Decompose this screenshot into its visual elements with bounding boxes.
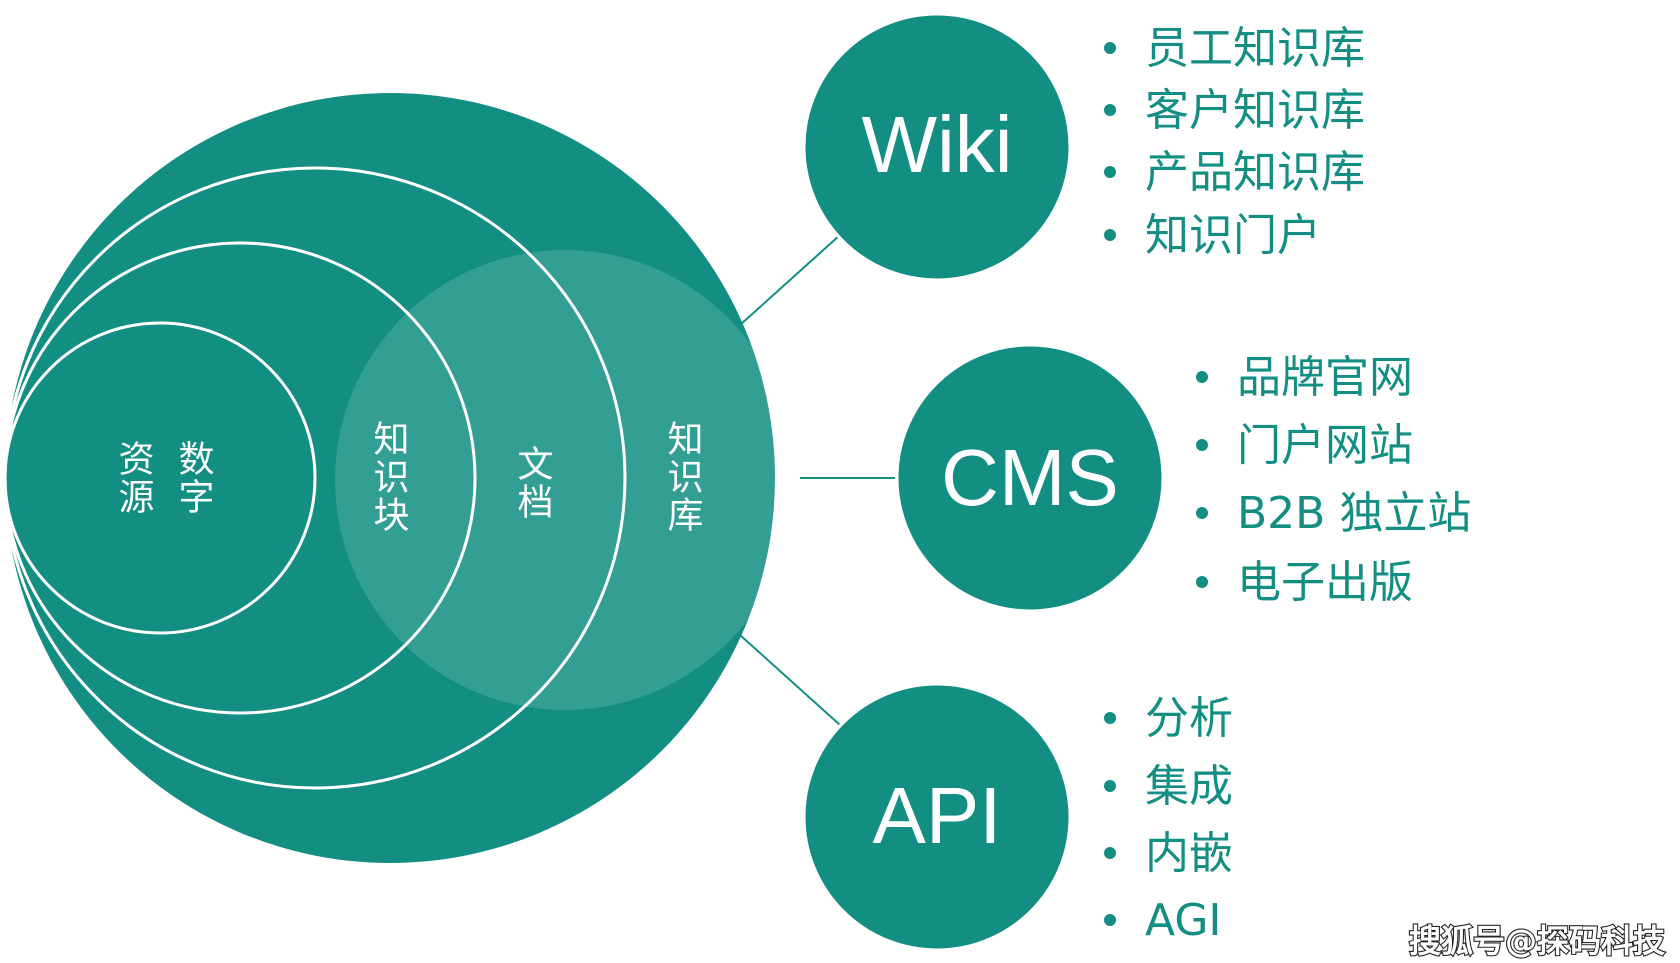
layer-ring-digital-resources — [3, 321, 317, 635]
api-item: 集成 — [1145, 761, 1233, 812]
wiki-item: 员工知识库 — [1145, 23, 1365, 74]
wiki-item: 产品知识库 — [1145, 147, 1365, 198]
api-item: 内嵌 — [1145, 828, 1233, 879]
wiki-item: 客户知识库 — [1145, 85, 1365, 136]
hub-circle-cms — [895, 343, 1165, 613]
hub-circle-api — [802, 682, 1072, 952]
layer-label-digital-resources-line2: 资源 — [113, 440, 154, 516]
bullet-icon — [1104, 780, 1116, 792]
layer-label-digital-resources-line1: 数字 — [173, 440, 214, 516]
wiki-item: 知识门户 — [1145, 210, 1321, 261]
hub-circle-wiki — [802, 12, 1072, 282]
bullet-icon — [1196, 439, 1208, 451]
hub-cms: CMS — [895, 343, 1165, 613]
layer-label-documents: 文档 — [512, 445, 554, 521]
layer-label-knowledge-base: 知识库 — [662, 420, 703, 534]
bullet-icon — [1196, 507, 1208, 519]
bullet-icon — [1104, 166, 1116, 178]
layer-label-knowledge-blocks: 知识块 — [368, 420, 409, 534]
bullet-icon — [1104, 104, 1116, 116]
hub-wiki: Wiki — [802, 12, 1072, 282]
api-item: AGI — [1145, 895, 1221, 946]
hub-api: API — [802, 682, 1072, 952]
bullet-icon — [1196, 576, 1208, 588]
cms-item: 电子出版 — [1237, 557, 1413, 608]
hub-wiki-list: 员工知识库 客户知识库 产品知识库 知识门户 — [1104, 23, 1365, 261]
light-overlay-disk — [335, 250, 795, 710]
bullet-icon — [1104, 229, 1116, 241]
bullet-icon — [1104, 847, 1116, 859]
hub-cms-list: 品牌官网 门户网站 B2B 独立站 电子出版 — [1196, 352, 1471, 608]
api-item: 分析 — [1145, 693, 1233, 744]
bullet-icon — [1104, 712, 1116, 724]
hub-label-wiki: Wiki — [861, 100, 1012, 189]
connector-wiki — [739, 234, 841, 326]
bullet-icon — [1104, 914, 1116, 926]
hub-api-list: 分析 集成 内嵌 AGI — [1104, 693, 1233, 946]
connector-api — [739, 634, 841, 726]
cms-item: 门户网站 — [1237, 420, 1413, 471]
bullet-icon — [1196, 371, 1208, 383]
bullet-icon — [1104, 42, 1116, 54]
hub-label-cms: CMS — [941, 433, 1119, 522]
cms-item: B2B 独立站 — [1237, 488, 1471, 539]
cms-item: 品牌官网 — [1237, 352, 1413, 403]
watermark-text: 搜狐号@探码科技 — [1409, 922, 1665, 960]
layer-circle-knowledge-base — [5, 93, 775, 863]
hub-label-api: API — [873, 771, 1002, 860]
